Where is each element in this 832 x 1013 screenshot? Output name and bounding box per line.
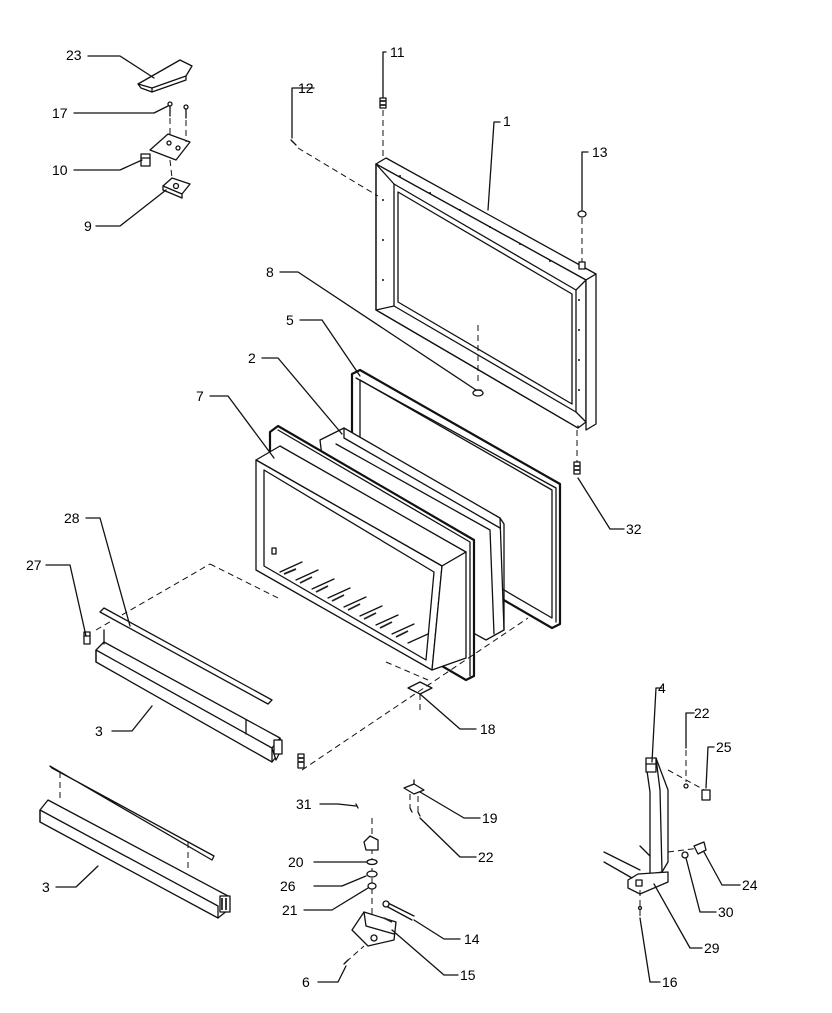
part-29-hinge-base <box>603 845 669 895</box>
part-7-drawer-box <box>255 424 476 682</box>
part-18-clip <box>407 681 433 710</box>
callout-7: 7 <box>196 388 204 404</box>
part-11-screw <box>379 87 387 160</box>
callout-26: 26 <box>280 878 296 894</box>
part-22-screw-center <box>409 807 421 817</box>
part-24-pin <box>693 841 707 855</box>
part-22-screw-right <box>667 750 709 793</box>
shelf-clip-lower <box>297 753 305 769</box>
part-8-bushing <box>472 325 484 397</box>
callout-6: 6 <box>302 974 310 990</box>
part-13-screw <box>577 210 587 270</box>
callout-29: 29 <box>704 940 720 956</box>
callout-labels: 23 17 10 9 11 12 1 13 8 5 2 7 32 28 27 3… <box>26 44 758 990</box>
callout-8: 8 <box>266 264 274 280</box>
part-15-bottom-hinge <box>351 911 397 947</box>
callout-30: 30 <box>718 904 734 920</box>
callout-28: 28 <box>64 510 80 526</box>
callout-24: 24 <box>742 877 758 893</box>
hinge-stack <box>363 818 379 930</box>
part-4-hinge-arm <box>645 757 669 875</box>
callout-16: 16 <box>662 974 678 990</box>
part-3-shelf-upper <box>95 629 283 763</box>
callout-31: 31 <box>296 796 312 812</box>
part-19-bracket <box>403 779 425 812</box>
part-30-washer <box>667 847 701 859</box>
callout-9: 9 <box>84 218 92 234</box>
callout-14: 14 <box>464 931 480 947</box>
callout-15: 15 <box>460 967 476 983</box>
callout-4: 4 <box>658 680 666 696</box>
part-14-pin <box>382 900 415 921</box>
callout-32: 32 <box>626 521 642 537</box>
part-28-rail <box>99 607 273 705</box>
callout-22-right: 22 <box>694 705 710 721</box>
callout-19: 19 <box>482 810 498 826</box>
callout-21: 21 <box>282 902 298 918</box>
callout-13: 13 <box>592 144 608 160</box>
callout-18: 18 <box>480 721 496 737</box>
part-27-clip <box>83 631 91 645</box>
part-25-bushing <box>701 789 711 801</box>
callout-17: 17 <box>52 105 68 121</box>
part-31-pin <box>355 803 359 809</box>
callout-12: 12 <box>298 80 314 96</box>
part-3-shelf-lower <box>39 765 231 919</box>
part-16-screw <box>637 890 643 916</box>
callout-3-upper: 3 <box>95 723 103 739</box>
callout-10: 10 <box>52 162 68 178</box>
part-1-door-frame <box>375 157 597 431</box>
part-9-hinge-plate <box>162 177 191 199</box>
part-6-screw <box>343 945 365 965</box>
callout-23: 23 <box>66 47 82 63</box>
callout-1: 1 <box>503 113 511 129</box>
callout-11: 11 <box>390 44 405 60</box>
part-17-screws <box>167 101 189 179</box>
callout-25: 25 <box>716 739 732 755</box>
leader-lines <box>45 51 741 983</box>
part-12-screw <box>290 139 379 197</box>
callout-2: 2 <box>248 350 256 366</box>
callout-27: 27 <box>26 557 42 573</box>
callout-22-center: 22 <box>478 849 494 865</box>
callout-3-lower: 3 <box>42 879 50 895</box>
callout-20: 20 <box>288 854 304 870</box>
callout-5: 5 <box>286 312 294 328</box>
part-23-cap <box>137 59 193 93</box>
part-10-hinge-bracket <box>140 133 191 167</box>
part-32-screw <box>573 430 581 475</box>
